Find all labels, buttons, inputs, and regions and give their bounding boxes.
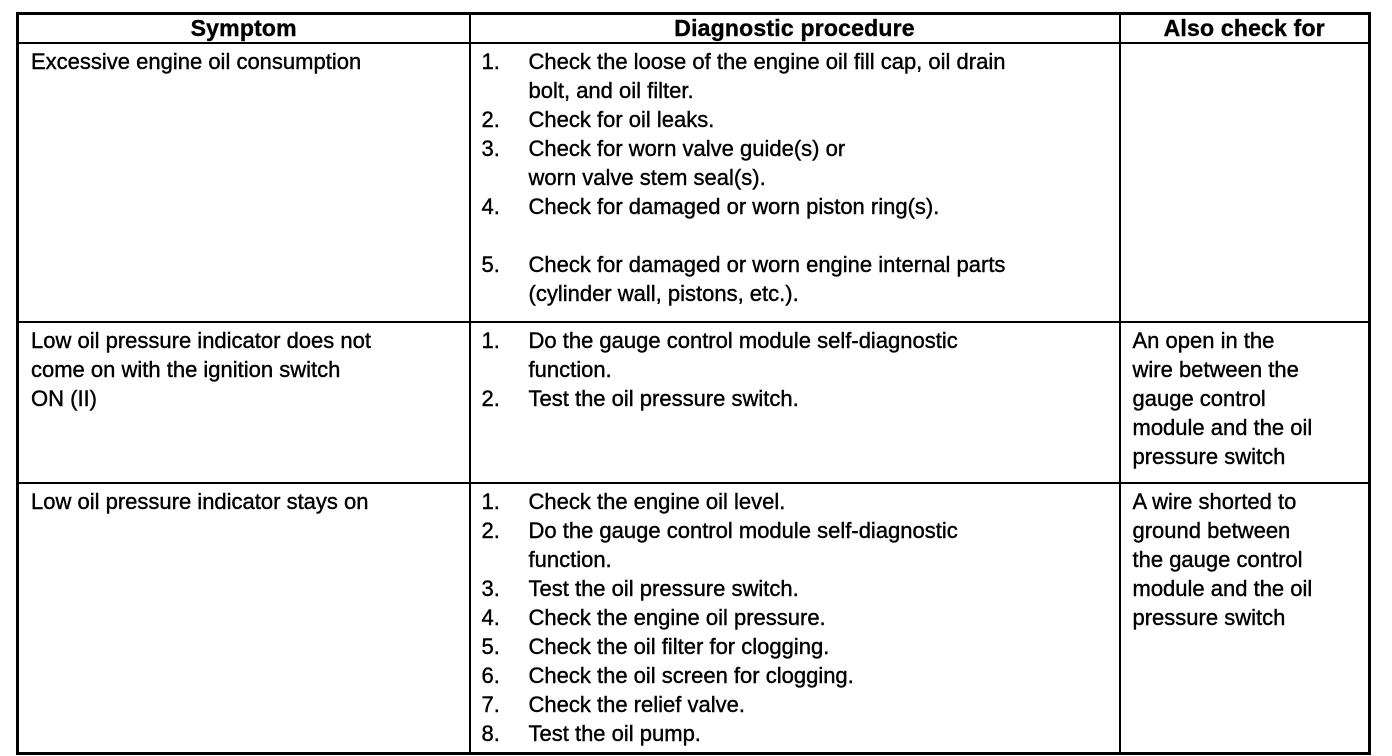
also-check-for-cell: An open in the wire between the gauge co…: [1118, 321, 1371, 484]
procedure-step-number: 6.: [481, 663, 500, 688]
procedure-step: 2. Check for oil leaks.: [481, 105, 1111, 134]
column-header-symptom: Symptom: [16, 12, 471, 44]
procedure-step-text: Check for damaged or worn piston ring(s)…: [528, 194, 940, 219]
procedure-step: 2. Test the oil pressure switch.: [481, 384, 1111, 413]
procedure-step: 5. Check for damaged or worn engine inter…: [481, 250, 1111, 308]
symptom-cell: Low oil pressure indicator does not come…: [16, 321, 471, 484]
procedure-step: 4. Check for damaged or worn piston ring(…: [481, 192, 1111, 221]
procedure-step-number: 4.: [481, 194, 500, 219]
procedure-step-text: Check the relief valve.: [528, 692, 745, 717]
table-row: Low oil pressure indicator does not come…: [16, 321, 1371, 484]
procedure-step-text: Test the oil pressure switch.: [528, 576, 799, 601]
procedure-step-text: Check the oil screen for clogging.: [528, 663, 854, 688]
procedure-step-number: 7.: [481, 692, 500, 717]
procedure-step-number: 1.: [481, 489, 500, 514]
procedure-step-text: Check for worn valve guide(s) or worn va…: [528, 136, 846, 190]
procedure-step-text: Check the loose of the engine oil fill c…: [528, 49, 1006, 103]
column-header-diagnostic-procedure: Diagnostic procedure: [468, 12, 1121, 44]
procedure-step-text: Do the gauge control module self-diagnos…: [528, 328, 958, 382]
procedure-step: 8. Test the oil pump.: [481, 719, 1111, 748]
procedure-step-text: Check the oil filter for clogging.: [528, 634, 830, 659]
also-check-for-cell: A wire shorted to ground between the gau…: [1118, 482, 1371, 755]
also-check-for-cell: [1118, 42, 1371, 323]
procedure-step-number: 5.: [481, 252, 500, 277]
procedure-step: 7. Check the relief valve.: [481, 690, 1111, 719]
procedure-step-text: Check the engine oil pressure.: [528, 605, 826, 630]
procedure-step-number: 2.: [481, 518, 500, 543]
procedure-step-number: 2.: [481, 386, 500, 411]
procedure-step-text: Do the gauge control module self-diagnos…: [528, 518, 958, 572]
procedure-step-number: 2.: [481, 107, 500, 132]
procedure-step-text: Check the engine oil level.: [528, 489, 786, 514]
diagnostic-table: Symptom Diagnostic procedure Also check …: [16, 12, 1371, 755]
column-header-also-check-for: Also check for: [1118, 12, 1371, 44]
table-body: Excessive engine oil consumption 1. Check …: [16, 42, 1371, 755]
table-row: Low oil pressure indicator stays on 1. Che…: [16, 482, 1371, 755]
procedure-step: 1. Check the engine oil level.: [481, 487, 1111, 516]
procedure-step: 2. Do the gauge control module self-diagn…: [481, 516, 1111, 574]
table-header-row: Symptom Diagnostic procedure Also check …: [16, 12, 1371, 44]
procedure-step: 5. Check the oil filter for clogging.: [481, 632, 1111, 661]
table-row: Excessive engine oil consumption 1. Check …: [16, 42, 1371, 323]
procedure-step-text: Test the oil pressure switch.: [528, 386, 799, 411]
procedure-step: 3. Check for worn valve guide(s) or worn …: [481, 134, 1111, 192]
procedure-step-number: 1.: [481, 49, 500, 74]
procedure-step-number: 8.: [481, 721, 500, 746]
diagnostic-procedure-cell: 1. Check the engine oil level. 2. Do the ga…: [468, 482, 1121, 755]
procedure-step: 1. Do the gauge control module self-diagn…: [481, 326, 1111, 384]
symptom-cell: Excessive engine oil consumption: [16, 42, 471, 323]
procedure-step: 1. Check the loose of the engine oil fill…: [481, 47, 1111, 105]
diagnostic-procedure-cell: 1. Do the gauge control module self-diagn…: [468, 321, 1121, 484]
procedure-step-text: Test the oil pump.: [528, 721, 701, 746]
symptom-cell: Low oil pressure indicator stays on: [16, 482, 471, 755]
procedure-step: 4. Check the engine oil pressure.: [481, 603, 1111, 632]
procedure-step: 3. Test the oil pressure switch.: [481, 574, 1111, 603]
procedure-step-number: 3.: [481, 136, 500, 161]
diagnostic-procedure-cell: 1. Check the loose of the engine oil fill…: [468, 42, 1121, 323]
procedure-step: 6. Check the oil screen for clogging.: [481, 661, 1111, 690]
procedure-step-text: Check for damaged or worn engine interna…: [528, 252, 1006, 306]
procedure-step-number: 1.: [481, 328, 500, 353]
procedure-step-number: 3.: [481, 576, 500, 601]
procedure-step-number: 4.: [481, 605, 500, 630]
procedure-step-text: Check for oil leaks.: [528, 107, 715, 132]
procedure-step-number: 5.: [481, 634, 500, 659]
